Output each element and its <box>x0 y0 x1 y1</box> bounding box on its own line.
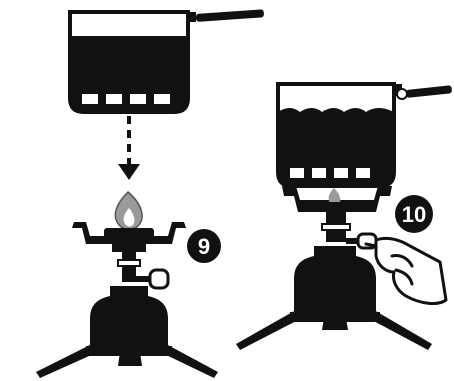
pot-handle <box>196 9 264 22</box>
gas-canister <box>294 246 376 312</box>
step-10-number: 10 <box>402 202 426 227</box>
gas-canister <box>90 286 168 346</box>
stove-step-9 <box>36 192 218 378</box>
step-10-panel: 10 <box>236 84 452 350</box>
pot-on-stove <box>278 84 452 186</box>
pot-handle <box>406 85 453 98</box>
step-9-number: 9 <box>198 234 210 259</box>
flame-icon <box>115 192 142 229</box>
valve-knob <box>150 270 168 288</box>
step-9-panel: 9 <box>36 9 264 378</box>
down-arrow <box>118 116 140 180</box>
step-10-badge: 10 <box>395 195 433 233</box>
pot-lowered <box>70 9 264 112</box>
hand-icon <box>366 238 446 303</box>
step-9-badge: 9 <box>187 229 221 263</box>
